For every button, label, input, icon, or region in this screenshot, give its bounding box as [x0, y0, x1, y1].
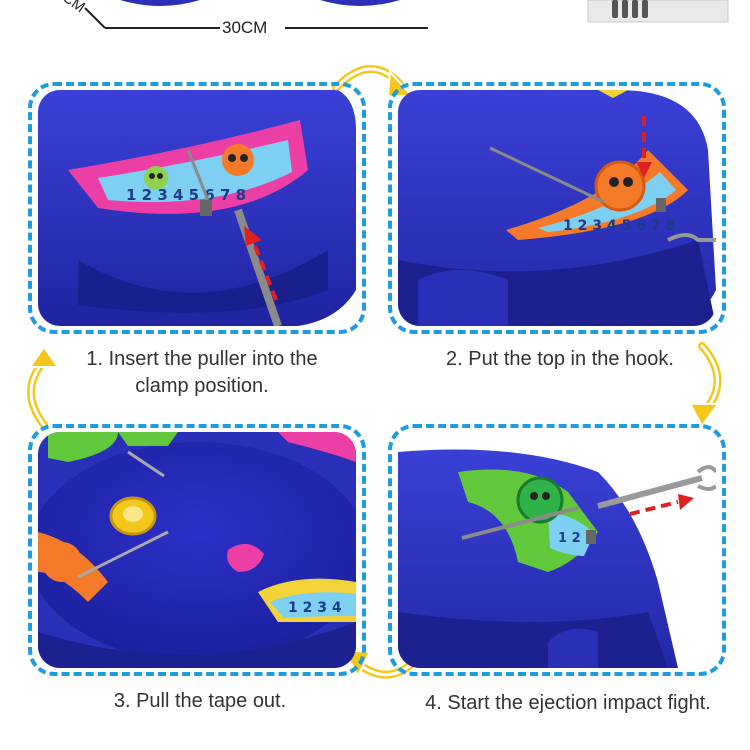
step-3-caption: 3. Pull the tape out. [113, 690, 287, 712]
step-3-photo: 1 2 3 4 [38, 432, 356, 668]
step-3-frame [28, 424, 366, 676]
step-1-dial-numbers: 1 2 3 4 5 6 7 8 [126, 186, 246, 204]
step-3-dial-numbers: 1 2 3 4 [288, 600, 342, 616]
step-1-frame [28, 82, 366, 334]
top-dimension-area: CM 30CM [0, 0, 750, 60]
step-4-dial-numbers: 1 2 3 [558, 531, 594, 546]
curved-arrow-right [688, 342, 722, 428]
step-4-photo: 1 2 3 [398, 432, 716, 668]
step-4-frame [388, 424, 726, 676]
dimension-label: 30CM [222, 18, 268, 37]
step-2-photo: 1 2 3 4 5 6 7 8 [398, 90, 716, 326]
curved-arrow-left [27, 345, 60, 429]
step-2-frame [388, 82, 726, 334]
step-2-caption: 2. Put the top in the hook. [446, 348, 674, 370]
step-4-caption: 4. Start the ejection impact fight. [425, 692, 711, 714]
dimension-graphics [84, 0, 729, 29]
step-2-dial-numbers: 1 2 3 4 5 6 7 8 [563, 218, 675, 234]
step-1-caption: 1. Insert the puller into the clamp posi… [86, 348, 318, 397]
step-1-photo: 1 2 3 4 5 6 7 8 [38, 90, 356, 326]
